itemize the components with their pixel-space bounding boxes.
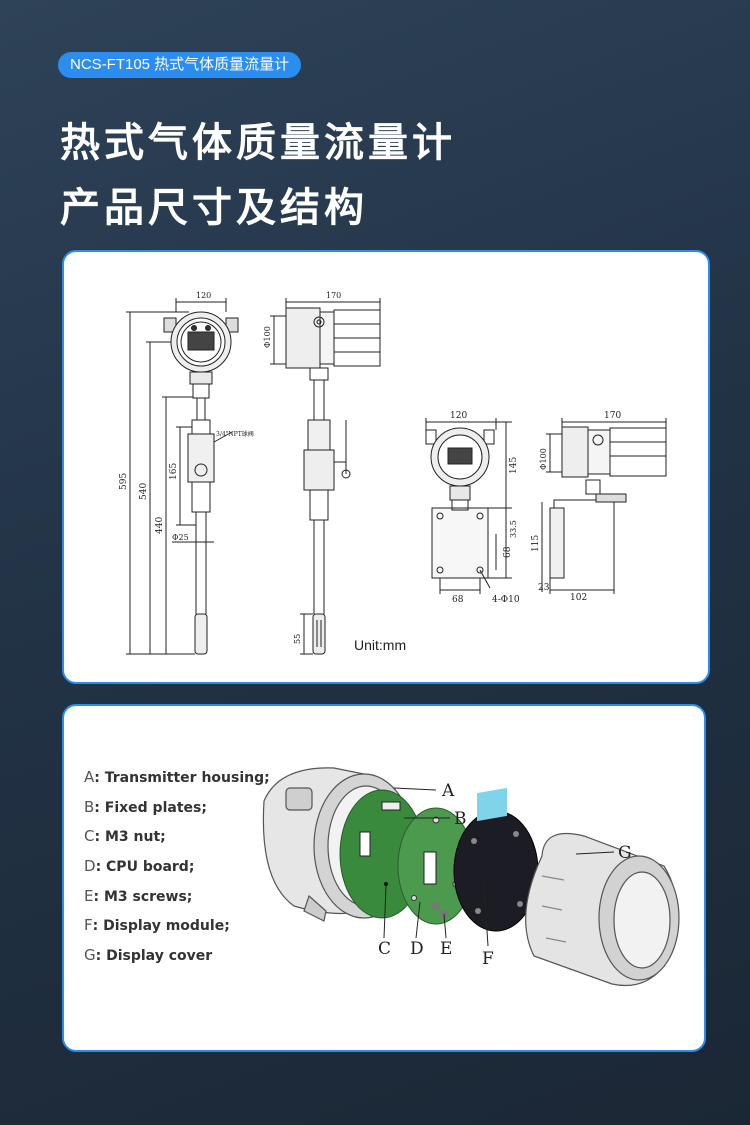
callout-a: A [441,781,455,801]
dim-540: 540 [139,483,149,500]
list-item: B: Fixed plates; [84,797,207,816]
dim-440: 440 [155,517,165,534]
display-cover [525,832,680,987]
dimension-drawing: 120 170 Φ100 595 540 440 165 Φ25 55 3/4"… [119,291,667,655]
dim-wall-front-width: 120 [450,411,467,421]
dimension-drawing-card: 120 170 Φ100 595 540 440 165 Φ25 55 3/4"… [62,250,710,684]
dim-side-width: 170 [326,291,341,300]
list-item: D: CPU board; [84,857,195,876]
list-item: G: Display cover [84,946,213,965]
dim-rod-dia: Φ25 [172,533,189,542]
dim-wall-holes: 4-Φ10 [492,595,520,605]
dim-wall-145: 145 [509,457,519,474]
dim-front-width: 120 [196,291,211,300]
dim-wall-68-v: 68 [503,546,513,558]
valve-label: 3/4"NPT球阀 [216,430,254,438]
page-title: 热式气体质量流量计 [60,120,456,166]
list-item: A: Transmitter housing; [84,768,270,786]
list-item: C: M3 nut; [84,827,166,846]
structure-card: A: Transmitter housing; B: Fixed plates;… [62,704,706,1052]
callout-c: C [378,939,391,959]
page-subtitle: 产品尺寸及结构 [60,185,368,231]
dim-total-length: 595 [119,473,129,490]
callout-d: D [410,939,424,959]
callout-g: G [618,843,632,863]
dim-wall-23: 23 [538,583,550,593]
dim-wall-side-width: 170 [604,411,621,421]
parts-list: A: Transmitter housing; B: Fixed plates;… [84,768,270,976]
display-module [453,787,539,932]
unit-label: Unit:mm [354,637,407,653]
callout-f: F [482,949,494,969]
callout-b: B [454,809,467,829]
list-item: E: M3 screws; [84,886,193,905]
dim-wall-68-h: 68 [452,595,464,605]
list-item: F: Display module; [84,916,230,935]
exploded-view: A B C D E F G [262,767,680,987]
dim-wall-side-dia: Φ100 [539,448,548,470]
dim-probe-55: 55 [293,634,302,644]
dim-wall-33-5: 33.5 [509,520,518,538]
dim-side-dia: Φ100 [263,326,272,348]
product-badge: NCS-FT105 热式气体质量流量计 [58,52,302,78]
dim-wall-115: 115 [531,535,541,552]
dim-wall-102: 102 [570,593,587,603]
dim-165: 165 [169,463,179,480]
callout-e: E [440,939,452,959]
